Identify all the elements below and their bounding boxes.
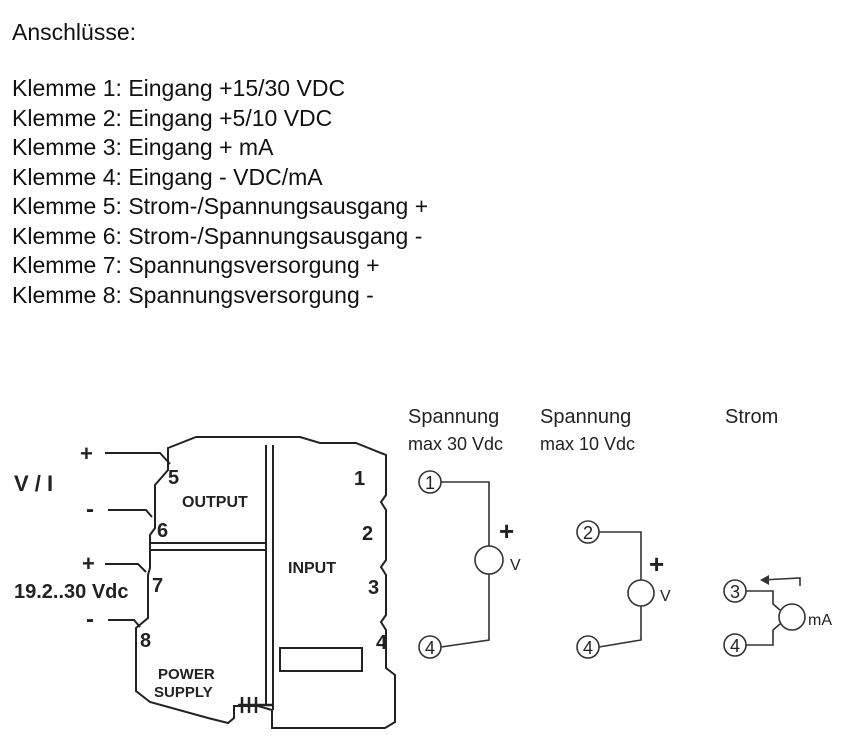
voltage-high-circuit: Spannung max 30 Vdc 1 4 V +: [408, 406, 521, 659]
input-block-label: INPUT: [288, 560, 336, 577]
circuit-title: Spannung: [408, 406, 499, 428]
terminal-line: Klemme 8: Spannungsversorgung -: [12, 281, 374, 308]
voltage-low-circuit: Spannung max 10 Vdc 2 4 V +: [540, 406, 671, 659]
circuit-subtitle: max 30 Vdc: [408, 434, 503, 454]
terminal-line: Klemme 5: Strom-/Spannungsausgang +: [12, 193, 429, 219]
voltmeter-symbol: [627, 579, 655, 607]
pin-6: 6: [157, 520, 168, 542]
circuit-subtitle: max 10 Vdc: [540, 434, 635, 454]
pin-4: 4: [376, 632, 388, 654]
terminal-line: Klemme 6: Strom-/Spannungsausgang -: [12, 222, 423, 249]
meter-label: mA: [808, 612, 832, 629]
meter-label: V: [510, 557, 521, 574]
terminal-list: Klemme 1: Eingang +15/30 VDC Klemme 2: E…: [12, 74, 428, 310]
device-housing: [135, 436, 396, 729]
terminal-number: 4: [730, 636, 740, 656]
output-minus-lead: [108, 509, 153, 518]
display-window: [279, 647, 363, 672]
polarity-sign: +: [649, 549, 664, 579]
pin-2: 2: [362, 523, 373, 545]
circuit-wire: [746, 590, 781, 611]
pin-5: 5: [168, 467, 179, 489]
terminal-number: 4: [583, 638, 593, 658]
circuit-wire: [598, 606, 642, 648]
circuit-title: Spannung: [540, 406, 631, 428]
output-signal-label: V / I: [14, 471, 53, 496]
pin-7: 7: [152, 575, 163, 597]
circuit-wire: [746, 623, 781, 646]
circuit-wire: [441, 481, 490, 546]
circuit-wire: [440, 574, 490, 648]
output-plus-sign: +: [80, 441, 93, 466]
terminal-line: Klemme 2: Eingang +5/10 VDC: [12, 104, 333, 131]
meter-label: V: [660, 588, 671, 605]
heading: Anschlüsse:: [12, 19, 137, 45]
output-block-label: OUTPUT: [182, 494, 248, 511]
terminal-line: Klemme 1: Eingang +15/30 VDC: [12, 75, 346, 101]
current-circuit: Strom 3 4 mA: [723, 406, 832, 657]
power-block-label-2: SUPPLY: [154, 684, 213, 701]
supply-voltage-label: 19.2..30 Vdc: [14, 581, 129, 603]
power-block-label-1: POWER: [158, 666, 215, 683]
polarity-sign: +: [499, 516, 514, 546]
ammeter-symbol: [778, 603, 806, 631]
terminal-line: Klemme 3: Eingang + mA: [12, 134, 274, 160]
supply-plus-sign: +: [82, 551, 95, 576]
current-direction-arrow: [761, 577, 801, 586]
circuit-title: Strom: [725, 406, 778, 428]
pin-8: 8: [140, 630, 151, 652]
terminal-line: Klemme 4: Eingang - VDC/mA: [12, 163, 323, 190]
pin-1: 1: [354, 468, 365, 490]
terminal-line: Klemme 7: Spannungsversorgung +: [12, 252, 380, 278]
supply-plus-lead: [105, 563, 147, 573]
output-plus-lead: [105, 452, 171, 465]
terminal-number: 1: [425, 473, 435, 493]
pin-3: 3: [368, 577, 379, 599]
output-minus-sign: -: [86, 496, 94, 523]
terminal-number: 3: [730, 582, 740, 602]
voltmeter-symbol: [474, 545, 504, 575]
connection-description: Anschlüsse: Klemme 1: Eingang +15/30 VDC…: [12, 18, 428, 310]
terminal-number: 4: [425, 638, 435, 658]
circuit-wire: [599, 531, 642, 580]
supply-minus-sign: -: [86, 606, 94, 633]
supply-minus-lead: [108, 619, 141, 628]
arrowhead: [760, 575, 769, 585]
terminal-number: 2: [583, 523, 593, 543]
